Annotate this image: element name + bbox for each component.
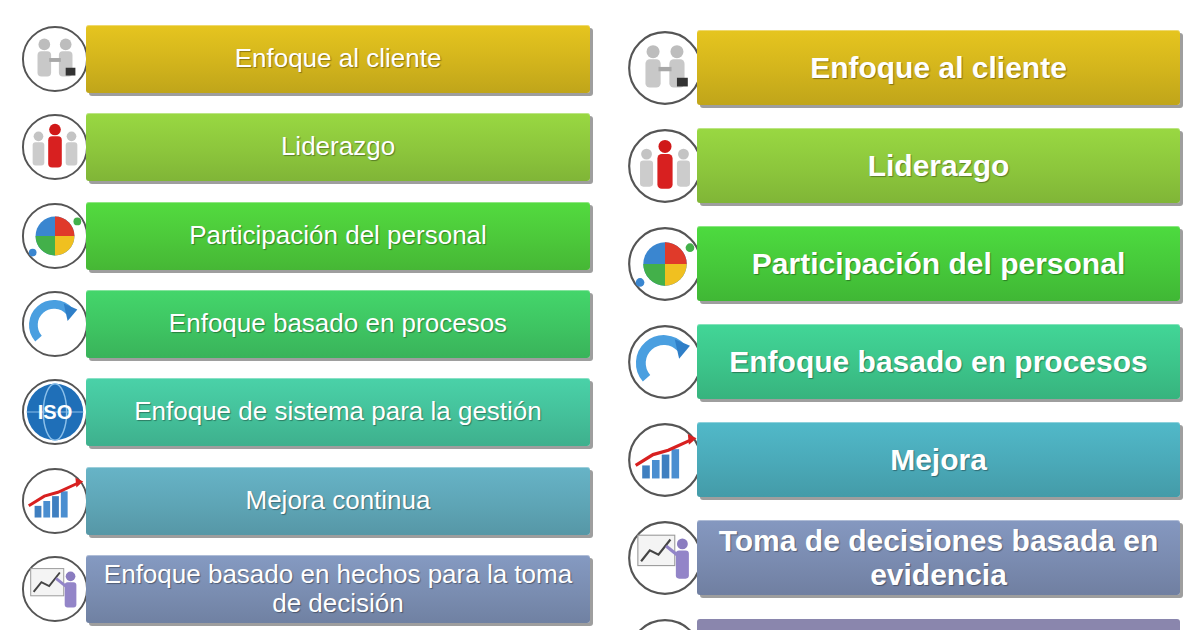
right-icons [629, 32, 701, 630]
principle-band: Enfoque basado en hechos para la toma de… [86, 555, 590, 623]
band-text: Toma de decisiones basada en evidencia [697, 524, 1180, 591]
principle-band: Liderazgo [697, 128, 1180, 203]
principle-band: Participación del personal [697, 226, 1180, 301]
principle-band: Mejora [697, 422, 1180, 497]
band-text: Liderazgo [854, 149, 1024, 183]
band-text: Enfoque basado en procesos [155, 309, 521, 338]
icon-label: ISO [38, 401, 72, 424]
band-text: Mejora continua [232, 486, 445, 515]
band-text: Enfoque basado en procesos [715, 345, 1161, 379]
band-text: Enfoque al cliente [221, 44, 456, 73]
left-icons [23, 27, 87, 621]
band-text: Enfoque de sistema para la gestión [120, 397, 556, 426]
band-text: Participación del personal [738, 247, 1139, 281]
band-text: Enfoque basado en hechos para la toma de… [86, 560, 590, 618]
band-text: Mejora [876, 443, 1001, 477]
principle-band: Mejora continua [86, 467, 590, 535]
band-text: Liderazgo [267, 132, 409, 161]
principle-band: Toma de decisiones basada en evidencia [697, 520, 1180, 595]
principle-band: Enfoque basado en procesos [697, 324, 1180, 399]
band-text: Participación del personal [175, 221, 501, 250]
principle-band: Participación del personal [86, 202, 590, 270]
principle-band: Enfoque de sistema para la gestión [86, 378, 590, 446]
band-text: Enfoque al cliente [796, 51, 1081, 85]
principle-band: Liderazgo [86, 113, 590, 181]
principle-band: Enfoque al cliente [697, 30, 1180, 105]
principle-band: Enfoque basado en procesos [86, 290, 590, 358]
principle-band: Enfoque al cliente [86, 25, 590, 93]
partial-band [697, 619, 1180, 630]
